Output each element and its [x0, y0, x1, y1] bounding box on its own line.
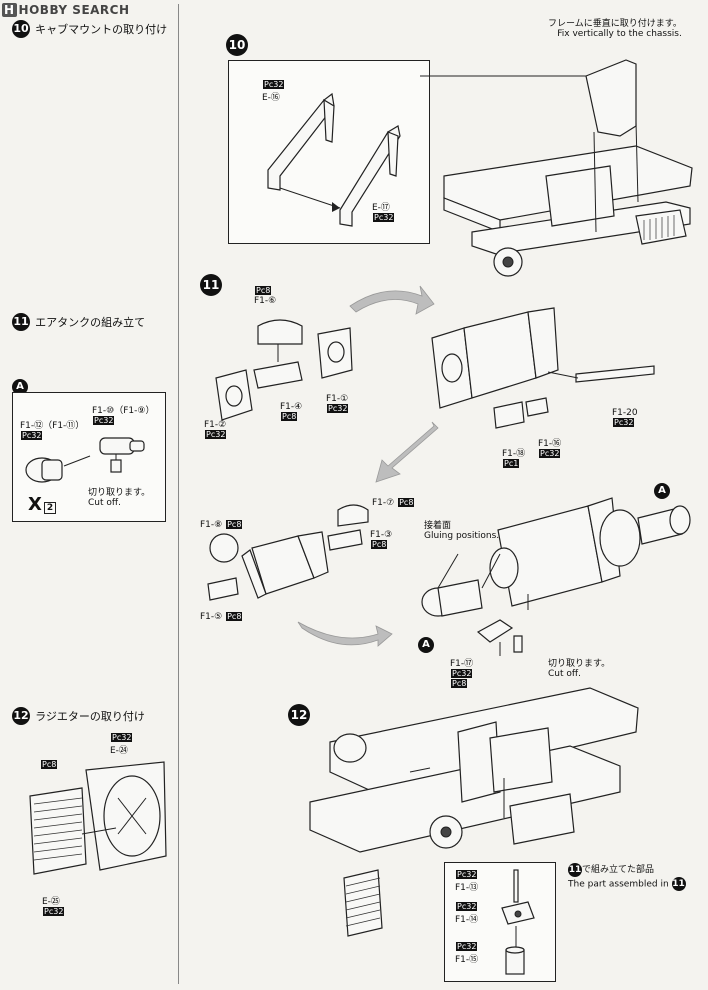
step-11-marker: 11 — [200, 274, 222, 296]
chassis-assembly-drawing — [309, 687, 639, 853]
part-label: F1-⑫（F1-⑪）Pc32 — [20, 421, 85, 440]
air-tank-a-drawing — [25, 437, 145, 483]
part-label: F1-⑤ Pc8 — [200, 612, 243, 622]
cut-note: 切り取ります。Cut off. — [88, 488, 151, 508]
step-10-marker: 10 — [226, 34, 248, 56]
process-arrow — [349, 285, 435, 315]
column-divider — [178, 4, 179, 984]
step-12-marker: 12 — [288, 704, 310, 726]
step-title: キャブマウントの取り付け — [35, 23, 168, 36]
fix-note: フレームに垂直に取り付けます。Fix vertically to the cha… — [548, 19, 682, 39]
ref-a-mark: A — [654, 478, 670, 499]
leader-line — [420, 75, 602, 77]
process-arrow — [297, 621, 393, 647]
radiator-small-drawing — [343, 869, 383, 937]
step-10-heading: 10 キャブマウントの取り付け — [12, 18, 167, 38]
step-12-heading: 12 ラジエターの取り付け — [12, 705, 145, 725]
cut-note: 切り取ります。Cut off. — [548, 659, 611, 679]
radiator-drawing — [29, 761, 167, 875]
step-title: エアタンクの組み立て — [35, 316, 146, 329]
subassembly-a-box — [12, 392, 166, 522]
assembled-note: 11で組み立てた部品 The part assembled in 11 — [568, 862, 686, 891]
cab-mount-drawing — [267, 92, 401, 227]
ref-a-mark: A — [418, 632, 434, 653]
chassis-frame-drawing — [443, 59, 693, 277]
air-tank-assembly-drawing — [431, 307, 655, 429]
part-label: F1-⑧ Pc8 — [200, 520, 243, 530]
air-tank-final-drawing — [421, 497, 691, 617]
step-number: 12 — [12, 706, 30, 725]
process-arrow — [375, 421, 439, 483]
step-11-heading: 11 エアタンクの組み立て — [12, 311, 145, 331]
subassembly-a-mark: A — [12, 374, 28, 395]
step-number: 10 — [12, 19, 30, 38]
part-label: F1-⑦ Pc8 — [372, 498, 415, 508]
part-label: F1-⑩（F1-⑨）Pc32 — [92, 406, 155, 425]
part-label: Pc8 — [41, 760, 58, 769]
step-number: 11 — [12, 312, 30, 331]
air-tank-parts-drawing — [215, 319, 353, 421]
inset-parts-drawing — [501, 869, 535, 975]
step-title: ラジエターの取り付け — [35, 710, 145, 723]
step-12-inset-box — [444, 862, 556, 982]
air-tank-b-drawing — [207, 504, 369, 601]
small-parts-drawing — [476, 619, 523, 656]
